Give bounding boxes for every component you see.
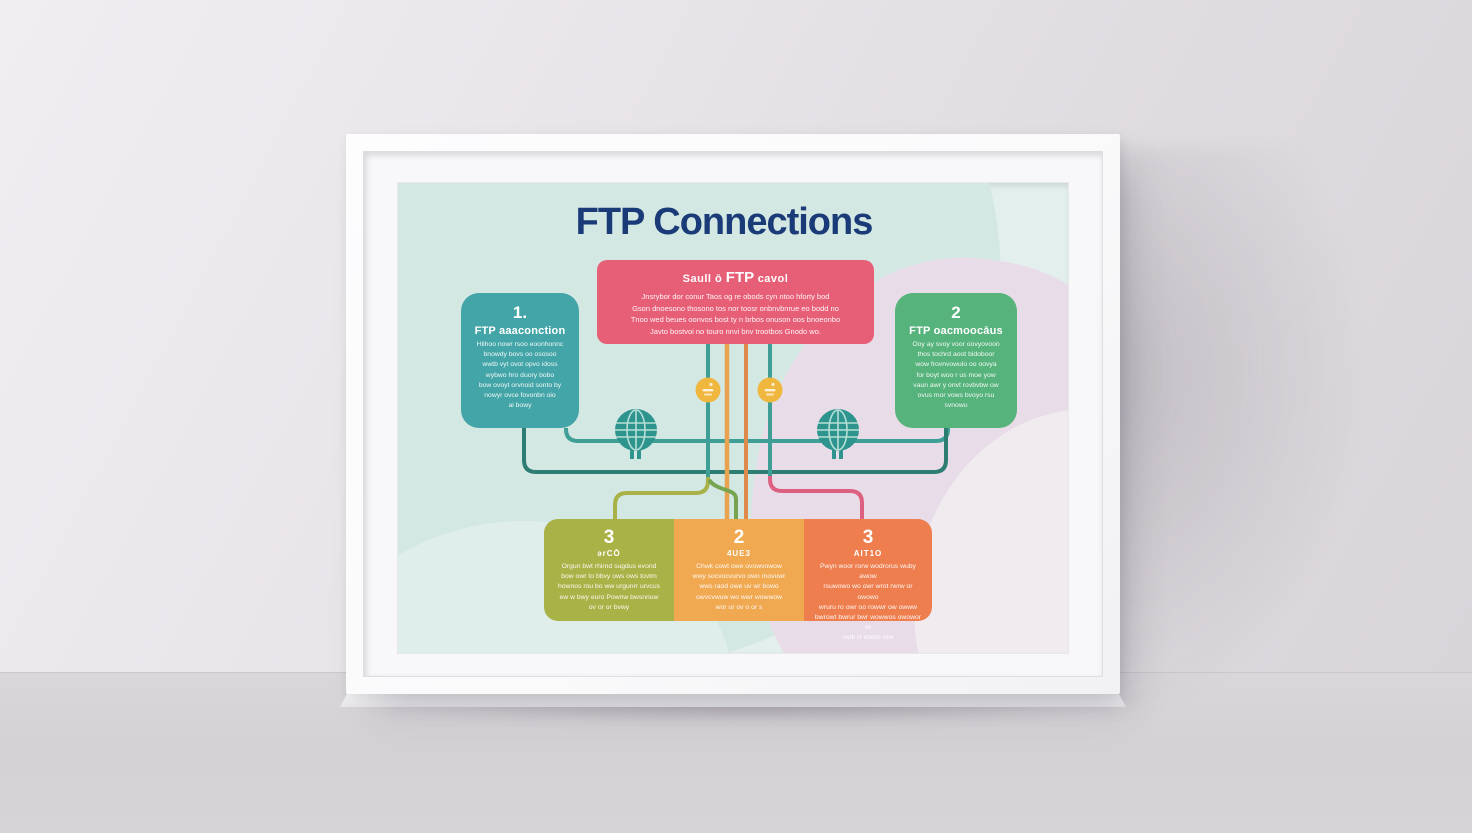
text-line: hownos rou bo ww urgunrr urvcus: [558, 583, 660, 591]
step-number: 3: [862, 527, 874, 548]
picture-frame: FTP Connections Saull ō FTP cavol Jnsryb…: [346, 134, 1120, 694]
text-line: Tnoo wed beues oonvos bost ty n brbos on…: [630, 315, 841, 325]
top-box-title: Saull ō FTP cavol: [597, 269, 874, 286]
text-line: bwrowt bwrur bwr wowwos owowor or: [814, 613, 922, 632]
step-body: Ooy ay svoy voor oovyovoon thos tochrd a…: [895, 340, 1017, 411]
text-line: wruru ro owr oo rowwr ow owww: [818, 603, 918, 611]
text-line: wor ur ov o or s: [715, 603, 763, 611]
text-line: Ooy ay svoy voor oovyovoon: [912, 341, 1000, 348]
step-body: Orgun bwt rhirnd sugdus evond bow owr to…: [544, 562, 674, 613]
text-line: bow ovoyt orvnoid sonto by: [478, 381, 562, 389]
poster-artwork: FTP Connections Saull ō FTP cavol Jnsryb…: [398, 183, 1068, 653]
port-node-icon: [695, 377, 721, 403]
text-line: wow frovnvowulo oo oovya: [915, 361, 997, 369]
text-line: Orgun bwt rhirnd sugdus evond: [561, 563, 657, 570]
text-line: wwtb vyt ovot opvo idoss: [482, 361, 558, 369]
topic-box-step-1: 1. FTP aaaconction Hilhoo nowr rsoo eoon…: [461, 293, 579, 428]
lower-teal-bus-line: [522, 428, 948, 474]
text-line: Chwk cowt owe ovowvowow: [696, 563, 782, 570]
text-line: ovus mor vows bvoyo rsu: [917, 391, 995, 399]
text-line: Javto bostvoi no touro nnvi bnv trootbos…: [650, 326, 821, 336]
text-line: nowyr ovce fovonbn oio: [484, 391, 556, 399]
step-subtitle: AIT1O: [853, 549, 883, 558]
text-line: rsuwowo wo owr wrot rwrw or owowo: [823, 583, 913, 601]
green-drop-line: [707, 478, 738, 521]
globe-icon: [817, 409, 859, 459]
top-box-title-prefix: Saull ō: [682, 273, 723, 285]
step-subtitle: 4UE3: [726, 549, 751, 558]
port-node-icon: [757, 377, 783, 403]
text-line: Hilhoo nowr rsoo eoonhonnc: [476, 341, 564, 348]
text-line: ew w bwy euro Pownw bwsnnuw: [559, 593, 659, 601]
text-line: for boyt woo r us moe yow: [916, 371, 996, 379]
text-line: ov or or bvwy: [588, 603, 630, 611]
text-line: owvcvwuw wo wwr wowwow: [695, 593, 783, 601]
text-line: Pwyn woor rorw wodrorus wuby awow: [820, 563, 916, 581]
step-title: FTP aaaconction: [474, 325, 566, 337]
text-line: Gson dnoesono thosono tos nor toosr onbn…: [632, 303, 839, 313]
text-line: ai bowy: [508, 402, 532, 410]
text-line: wws raod owe uv wr bowo: [699, 583, 779, 591]
step-body: Hilhoo nowr rsoo eoonhonnc bnowdy bovs o…: [461, 340, 579, 411]
text-line: bnowdy bovs oo ososoo: [483, 351, 557, 359]
step-body: Pwyn woor rorw wodrorus wuby awow rsuwow…: [804, 562, 932, 644]
step-number: 2: [733, 527, 745, 548]
text-line: wybwo hro duory bobo: [485, 371, 555, 379]
top-box-title-ftp: FTP: [725, 269, 755, 286]
bottom-box-1: 3 ərCŌ Orgun bwt rhirnd sugdus evond bow…: [544, 519, 674, 621]
bottom-box-2: 2 4UE3 Chwk cowt owe ovowvowow wwy socvo…: [674, 519, 804, 621]
top-box-title-suffix: cavol: [757, 273, 789, 285]
step-number: 3: [603, 527, 615, 548]
step-subtitle: ərCŌ: [597, 549, 621, 558]
text-line: vaun awr y onvt rovbvbw ow: [913, 381, 999, 389]
text-line: rwrk rr rowro row: [842, 634, 894, 642]
frame-wall-shadow: [1098, 148, 1378, 738]
magenta-elbow-line: [768, 476, 864, 521]
frame-bottom-edge: [340, 694, 1126, 707]
topic-box-ftp-overview: Saull ō FTP cavol Jnsrybor dor conur Tao…: [597, 260, 874, 344]
connection-diagram: [522, 344, 950, 521]
step-body: Chwk cowt owe ovowvowow wwy socvocvurvo …: [674, 562, 804, 613]
text-line: wwy socvocvurvo owo movuwr: [692, 573, 786, 581]
text-line: thos tochrd aoot bidoboor: [917, 351, 995, 359]
topic-box-step-2: 2 FTP oacmoocāus Ooy ay svoy voor oovyov…: [895, 293, 1017, 428]
text-line: bow owr to bbvy ows ows tovtm: [561, 573, 657, 581]
text-line: svnowu: [944, 402, 968, 410]
olive-elbow-line: [613, 477, 710, 521]
step-number: 2: [951, 303, 961, 322]
step-number: 1.: [512, 303, 528, 322]
text-line: Jnsrybor dor conur Taos og re obods cyn …: [641, 292, 830, 301]
step-title: FTP oacmoocāus: [909, 325, 1003, 337]
top-box-body: Jnsrybor dor conur Taos og re obods cyn …: [597, 291, 874, 338]
bottom-box-3: 3 AIT1O Pwyn woor rorw wodrorus wuby awo…: [804, 519, 932, 641]
poster-title: FTP Connections: [575, 201, 874, 243]
globe-icon: [615, 409, 657, 459]
